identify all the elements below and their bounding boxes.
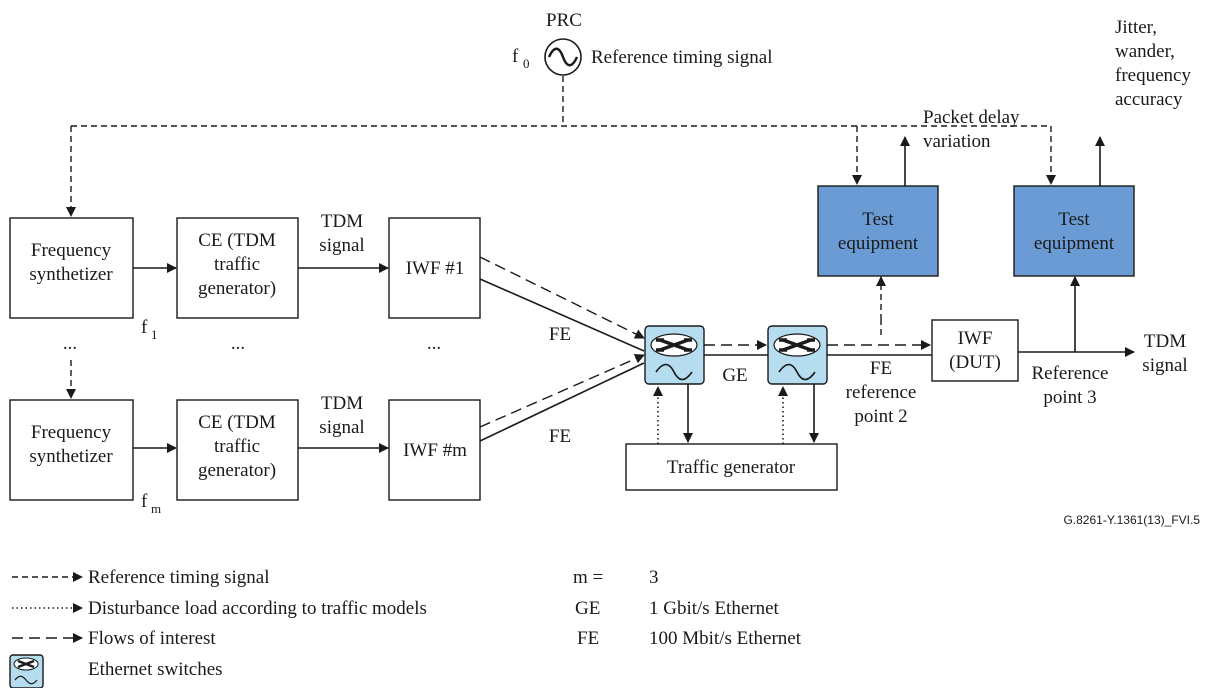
ce-bottom: CE (TDM traffic generator) [176,399,299,501]
f1-letter: f [141,317,148,338]
ethernet-switch-2 [767,325,828,385]
iwf-dut: IWF (DUT) [931,319,1019,382]
f1-label: f 1 [141,317,158,342]
iwf-dut-line2: (DUT) [949,352,1001,373]
tdm-out-line2: signal [1142,355,1187,376]
reference-timing-lines [66,76,1056,217]
freq-synth-bottom: Frequency synthetizer [9,399,134,501]
jitter-line2: wander, [1115,41,1175,62]
legend-switches: Ethernet switches [88,659,223,680]
test-equipment-1: Test equipment [817,185,939,277]
prc-signal-label: Reference timing signal [591,47,773,68]
figure-id: G.8261-Y.1361(13)_FVI.5 [1063,513,1200,527]
traffic-gen-links [653,384,819,444]
traffic-generator: Traffic generator [625,443,838,491]
fe-links [479,256,645,442]
iwf-dut-line1: IWF [958,328,993,349]
ellipsis-2: ... [231,333,245,354]
ce-top-line1: CE (TDM [198,230,276,251]
ellipsis-3: ... [427,333,441,354]
prc-oscillator-icon [544,38,582,76]
test-equipment-2: Test equipment [1013,185,1135,277]
ce-top-line3: generator) [198,278,276,299]
jitter-line3: frequency [1115,65,1191,86]
prc-freq-label: f 0 [512,46,530,71]
tdm-out-line1: TDM [1144,331,1186,352]
tdm-signal-bottom-line2: signal [319,417,364,438]
iwf-1: IWF #1 [388,217,481,319]
ce-top: CE (TDM traffic generator) [176,217,299,319]
ce-bottom-line3: generator) [198,460,276,481]
pdv-line2: variation [923,131,991,152]
test-eq-2-line2: equipment [1034,233,1115,254]
fe-ref2-line3: point 2 [854,406,907,427]
fm-label: f m [141,491,161,516]
prc-f-letter: f [512,46,519,67]
ref3-line1: Reference [1032,363,1109,384]
prc-title: PRC [546,10,582,31]
legend-flows: Flows of interest [88,628,216,649]
fe-ref2-line2: reference [846,382,917,403]
iwf-m-label: IWF #m [403,440,467,461]
tdm-signal-bottom-line1: TDM [321,393,363,414]
jitter-line4: accuracy [1115,89,1183,110]
switch-1-cross-icon [650,333,698,357]
test-eq-2-line1: Test [1058,209,1090,230]
ellipsis-1: ... [63,333,77,354]
switch-2-cross-icon [773,333,821,357]
f1-sub: 1 [151,327,158,342]
prc-f-sub: 0 [523,56,530,71]
freq-synth-top: Frequency synthetizer [9,217,134,319]
definitions: m = 3 GE 1 Gbit/s Ethernet FE 100 Mbit/s… [573,567,802,649]
jitter-line1: Jitter, [1115,17,1157,38]
legend-disturbance: Disturbance load according to traffic mo… [88,598,427,619]
legend-ref-timing: Reference timing signal [88,567,270,588]
fm-letter: f [141,491,148,512]
iwf-m: IWF #m [388,399,481,501]
freq-synth-top-line2: synthetizer [29,264,113,285]
traffic-gen-label: Traffic generator [667,457,796,478]
ce-bottom-line1: CE (TDM [198,412,276,433]
def-term-m: m = [573,567,603,588]
iwf-1-label: IWF #1 [406,258,465,279]
fe-top-label: FE [549,324,571,345]
def-term-ge: GE [575,598,600,619]
freq-synth-bottom-line2: synthetizer [29,446,113,467]
test-eq-1-line1: Test [862,209,894,230]
def-value-ge: 1 Gbit/s Ethernet [649,598,780,619]
ce-top-line2: traffic [214,254,260,275]
ge-label: GE [722,365,747,386]
freq-synth-top-line1: Frequency [31,240,112,261]
freq-synth-bottom-line1: Frequency [31,422,112,443]
switch-1-wave-icon [655,363,693,381]
def-value-m: 3 [649,567,659,588]
def-term-fe: FE [577,628,599,649]
ethernet-switch-1 [644,325,705,385]
ref3-line2: point 3 [1043,387,1096,408]
pdv-line1: Packet delay [923,107,1020,128]
def-value-fe: 100 Mbit/s Ethernet [649,628,802,649]
ce-bottom-line2: traffic [214,436,260,457]
test-eq-1-line2: equipment [838,233,919,254]
legend-switch-icon [9,654,44,688]
fe-bottom-label: FE [549,426,571,447]
fm-sub: m [151,501,161,516]
tdm-signal-top-line2: signal [319,235,364,256]
switch-2-wave-icon [778,363,816,381]
fe-ref2-line1: FE [870,358,892,379]
tdm-signal-top-line1: TDM [321,211,363,232]
legend: Reference timing signal Disturbance load… [9,567,427,688]
